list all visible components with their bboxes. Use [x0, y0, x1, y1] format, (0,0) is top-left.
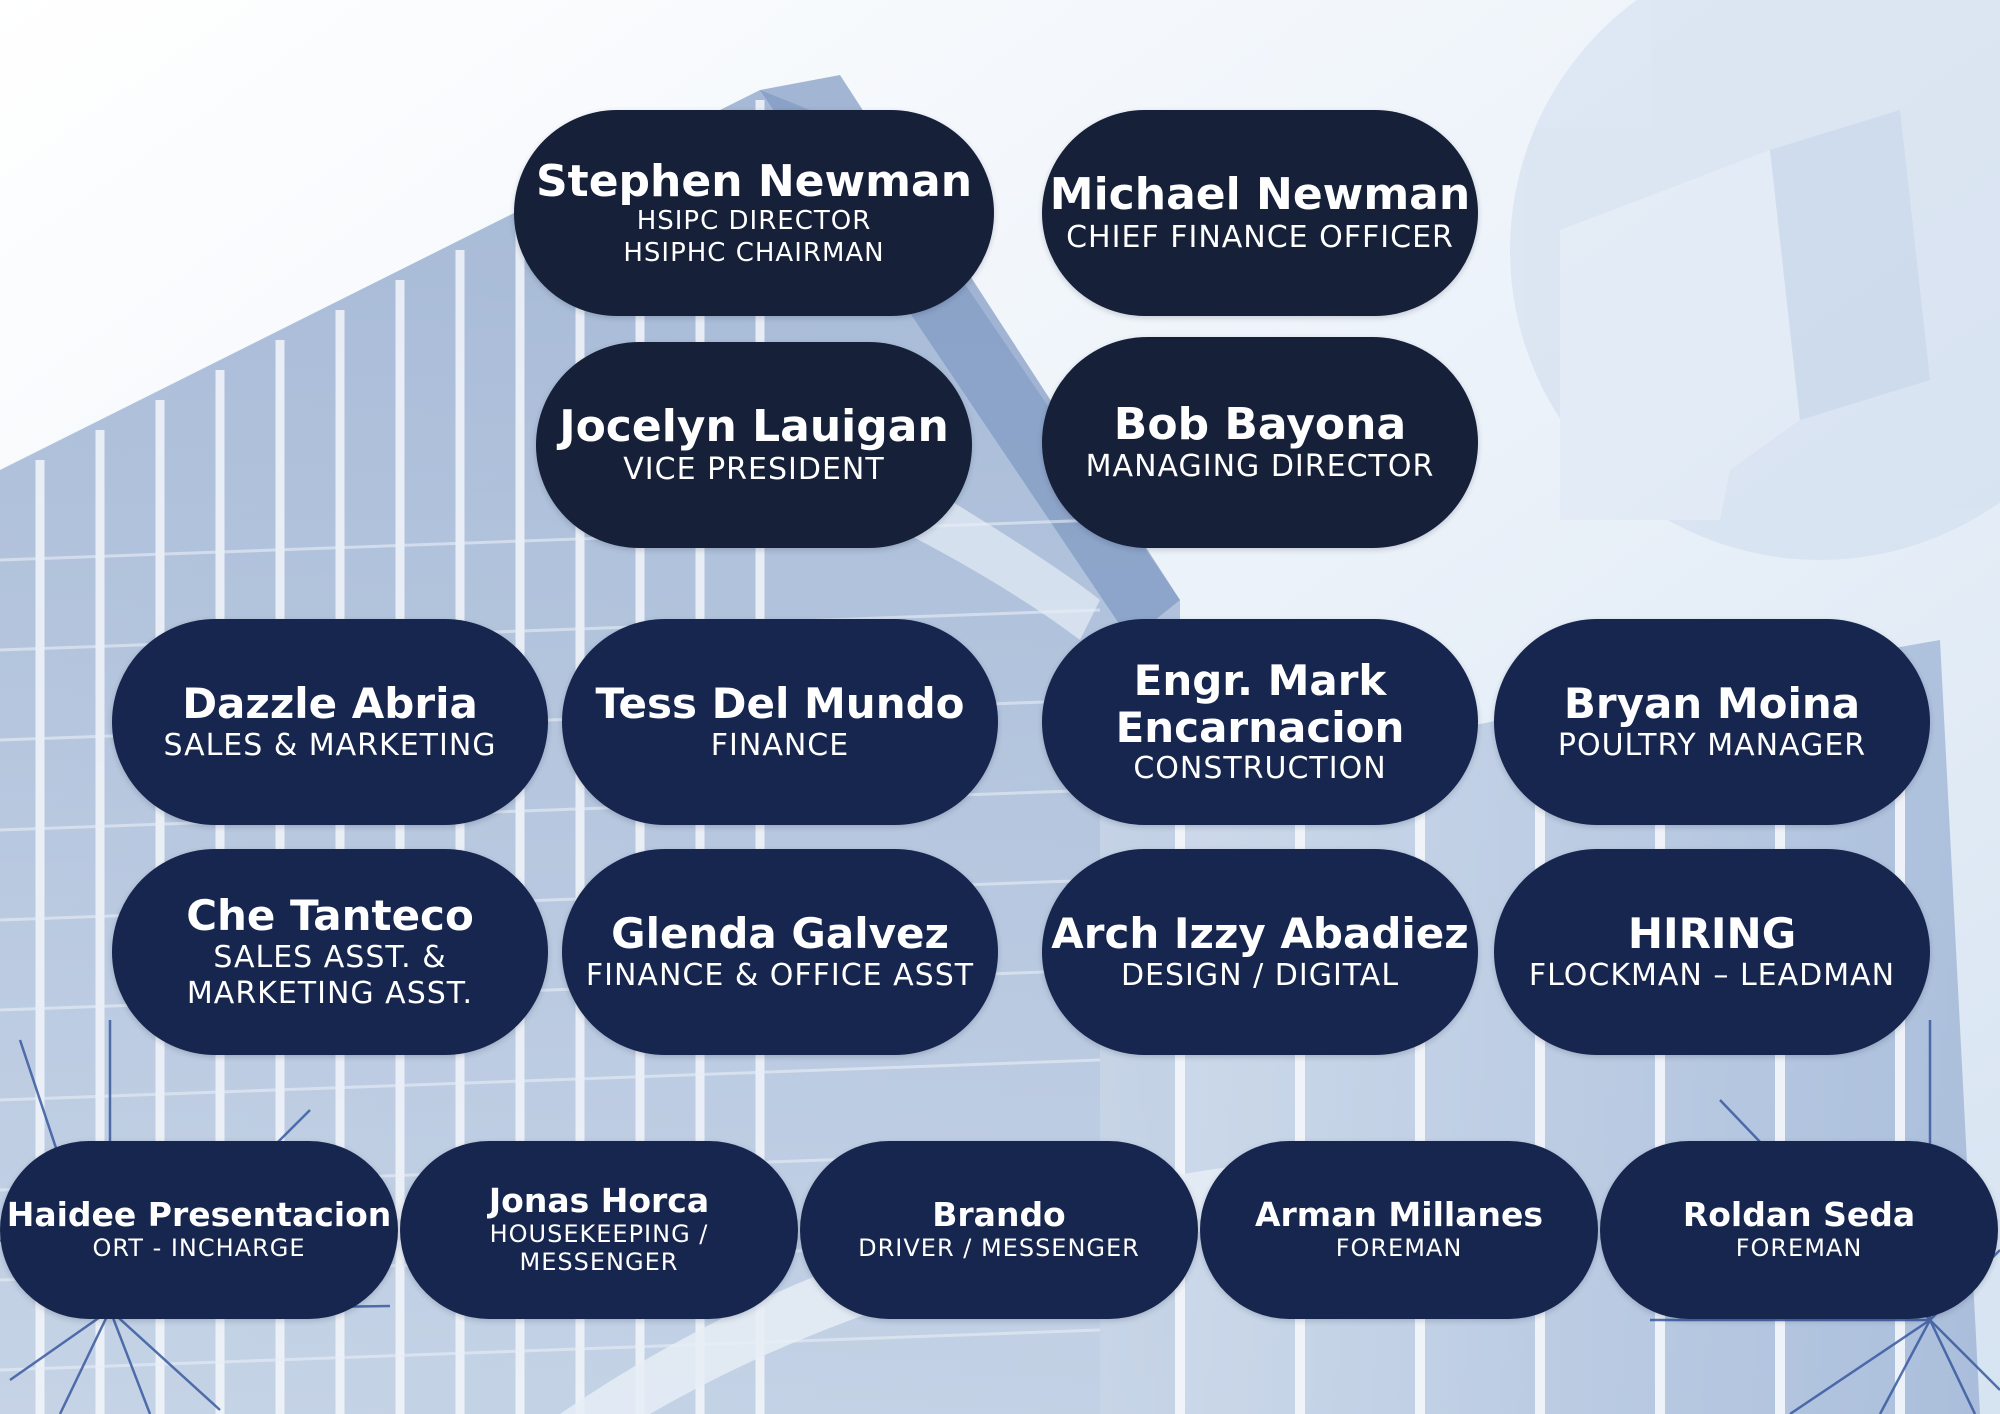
person-name: Jonas Horca	[488, 1180, 710, 1220]
person-role: DESIGN / DIGITAL	[1120, 957, 1400, 993]
person-name: Roldan Seda	[1682, 1195, 1916, 1235]
person-name: Tess Del Mundo	[595, 679, 965, 729]
card-glenda-galvez: Glenda Galvez FINANCE & OFFICE ASST	[562, 849, 998, 1055]
card-michael-newman: Michael Newman CHIEF FINANCE OFFICER	[1042, 110, 1478, 316]
person-role: MANAGING DIRECTOR	[1085, 449, 1435, 485]
card-izzy-abadiez: Arch Izzy Abadiez DESIGN / DIGITAL	[1042, 849, 1478, 1055]
person-name: Engr. Mark Encarnacion	[1115, 655, 1405, 752]
person-name: Jocelyn Lauigan	[559, 401, 949, 453]
person-name: Arch Izzy Abadiez	[1051, 909, 1469, 959]
person-role: VICE PRESIDENT	[623, 451, 885, 487]
card-jocelyn-lauigan: Jocelyn Lauigan VICE PRESIDENT	[536, 342, 972, 548]
card-dazzle-abria: Dazzle Abria SALES & MARKETING	[112, 619, 548, 825]
person-name: Brando	[932, 1195, 1066, 1235]
card-bob-bayona: Bob Bayona MANAGING DIRECTOR	[1042, 337, 1478, 548]
person-role: FOREMAN	[1735, 1234, 1863, 1263]
person-role: ORT - INCHARGE	[92, 1234, 306, 1263]
person-role: SALES & MARKETING	[163, 727, 497, 763]
person-role: DRIVER / MESSENGER	[858, 1234, 1140, 1263]
person-role: CONSTRUCTION	[1133, 751, 1387, 787]
person-name: Bob Bayona	[1113, 398, 1407, 450]
person-name: Dazzle Abria	[182, 679, 478, 729]
person-name: Michael Newman	[1049, 169, 1471, 221]
person-role: HSIPC DIRECTOR HSIPHC CHAIRMAN	[623, 206, 885, 268]
person-role: FLOCKMAN – LEADMAN	[1528, 957, 1896, 993]
logo-watermark	[1510, 0, 2000, 560]
person-name: Che Tanteco	[186, 891, 474, 941]
person-name: Glenda Galvez	[611, 909, 949, 959]
person-role: FINANCE & OFFICE ASST	[585, 957, 975, 993]
person-role: FINANCE	[710, 727, 850, 763]
person-name: Bryan Moina	[1563, 679, 1861, 729]
person-name: Arman Millanes	[1254, 1195, 1543, 1235]
person-role: CHIEF FINANCE OFFICER	[1066, 219, 1454, 255]
card-brando: Brando DRIVER / MESSENGER	[800, 1141, 1198, 1319]
person-name: Haidee Presentacion	[6, 1195, 392, 1235]
card-che-tanteco: Che Tanteco SALES ASST. & MARKETING ASST…	[112, 849, 548, 1055]
person-role: HOUSEKEEPING / MESSENGER	[489, 1219, 709, 1277]
card-mark-encarnacion: Engr. Mark Encarnacion CONSTRUCTION	[1042, 619, 1478, 825]
person-role: SALES ASST. & MARKETING ASST.	[186, 939, 474, 1011]
person-role: FOREMAN	[1335, 1234, 1463, 1263]
person-name: HIRING	[1627, 909, 1797, 959]
card-stephen-newman: Stephen Newman HSIPC DIRECTOR HSIPHC CHA…	[514, 110, 994, 316]
card-haidee-presentacion: Haidee Presentacion ORT - INCHARGE	[0, 1141, 398, 1319]
card-bryan-moina: Bryan Moina POULTRY MANAGER	[1494, 619, 1930, 825]
card-tess-del-mundo: Tess Del Mundo FINANCE	[562, 619, 998, 825]
card-hiring: HIRING FLOCKMAN – LEADMAN	[1494, 849, 1930, 1055]
person-name: Stephen Newman	[535, 156, 973, 208]
person-role: POULTRY MANAGER	[1557, 727, 1867, 763]
card-arman-millanes: Arman Millanes FOREMAN	[1200, 1141, 1598, 1319]
card-roldan-seda: Roldan Seda FOREMAN	[1600, 1141, 1998, 1319]
card-jonas-horca: Jonas Horca HOUSEKEEPING / MESSENGER	[400, 1141, 798, 1319]
